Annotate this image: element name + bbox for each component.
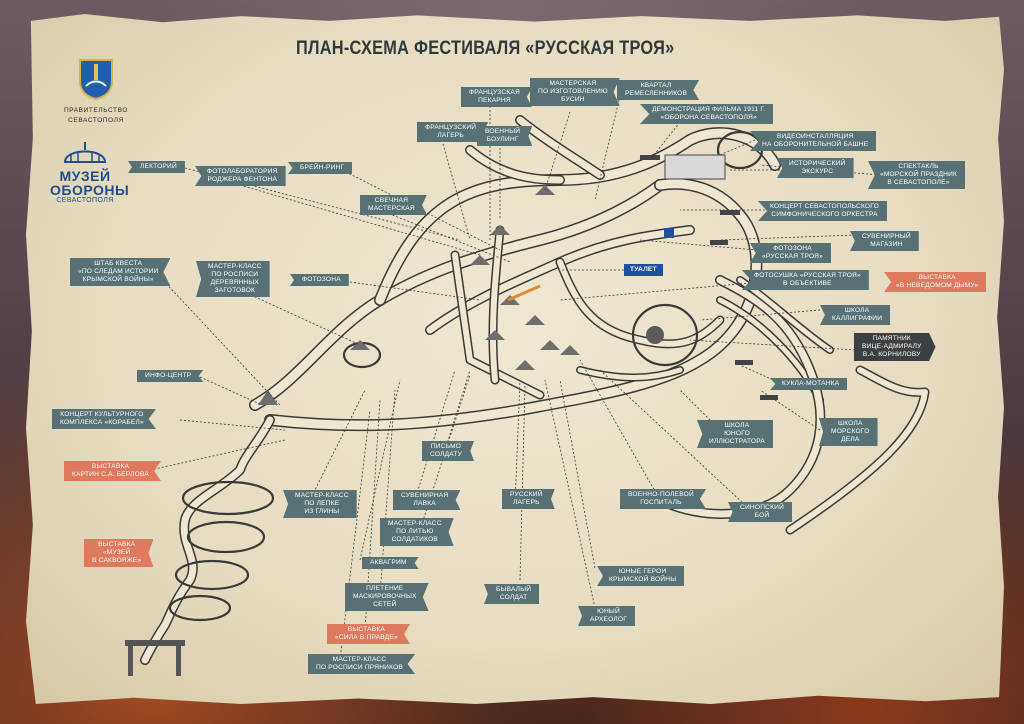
label-veteran-soldier[interactable]: Бывалый солдат: [484, 584, 540, 604]
label-camo-net-weaving[interactable]: Плетение маскировочных сетей: [345, 583, 429, 611]
label-illustrator-school[interactable]: Школа юного иллюстратора: [697, 420, 774, 448]
label-kornilov-monument[interactable]: Памятник вице-адмиралу В.А. Корнилову: [854, 333, 936, 361]
label-brain-ring[interactable]: Брейн-ринг: [288, 162, 353, 174]
label-toilet[interactable]: ТУАЛЕТ: [624, 264, 663, 276]
label-suitcase-museum[interactable]: Выставка «Музей в саквояже»: [84, 539, 154, 567]
label-sea-holiday-play[interactable]: Спектакль «Морской праздник в Севастопол…: [868, 161, 966, 189]
label-bead-workshop[interactable]: Мастерская по изготовлению бусин: [530, 78, 620, 106]
government-logo: ПРАВИТЕЛЬСТВО СЕВАСТОПОЛЯ: [52, 56, 140, 125]
map-title: ПЛАН-СХЕМА ФЕСТИВАЛЯ «РУССКАЯ ТРОЯ»: [296, 38, 675, 59]
label-field-hospital[interactable]: Военно-полевой госпиталь: [620, 489, 706, 509]
label-letter-to-soldier[interactable]: Письмо солдату: [422, 441, 474, 461]
label-young-heroes[interactable]: Юные герои Крымской войны: [597, 566, 685, 586]
government-name-line2: СЕВАСТОПОЛЯ: [68, 117, 124, 124]
label-wood-painting-mc[interactable]: Мастер-класс по росписи деревянных загот…: [196, 261, 270, 297]
museum-name-line2: ОБОРОНЫ: [50, 182, 130, 198]
label-souvenir-stall[interactable]: Сувенирная лавка: [393, 490, 461, 510]
label-artisans-quarter[interactable]: Квартал ремесленников: [617, 80, 700, 100]
photozone-strip: [507, 284, 541, 302]
museum-dome-icon: [63, 142, 107, 163]
label-photozone-troy[interactable]: Фотозона «Русская Троя»: [750, 243, 831, 263]
label-exhibition-smoke[interactable]: Выставка «В неведомом дыму»: [884, 272, 987, 292]
label-clay-mc[interactable]: Мастер-класс по лепке из глины: [283, 490, 357, 518]
label-quest-hq[interactable]: Штаб квеста «По следам истории Крымской …: [70, 258, 171, 286]
label-strength-in-truth[interactable]: Выставка «Сила в правде»: [327, 624, 410, 644]
label-film-1911[interactable]: Демонстрация фильма 1911 г. «Оборона Сев…: [640, 104, 774, 124]
label-sea-affairs-school[interactable]: Школа морского дела: [819, 418, 878, 446]
museum-name-line3: СЕВАСТОПОЛЯ: [56, 197, 114, 204]
label-french-camp[interactable]: Французский лагерь: [417, 122, 489, 142]
plazas: [168, 130, 764, 622]
label-sinop-battle[interactable]: Синопский бой: [728, 502, 793, 522]
sevastopol-coat-of-arms-icon: [79, 59, 113, 101]
label-souvenir-shop[interactable]: Сувенирный магазин: [850, 231, 919, 251]
label-motanka-doll[interactable]: Кукла-мотанка: [770, 378, 848, 390]
label-french-bakery[interactable]: Французская пекарня: [461, 87, 532, 107]
label-info-center[interactable]: Инфо-центр: [137, 370, 204, 382]
label-fenton-photolab[interactable]: Фотолаборатория Роджера Фентона: [195, 166, 286, 186]
label-berlov-exhibition[interactable]: Выставка картин С.А. Берлова: [64, 461, 161, 481]
label-photozone[interactable]: Фотозона: [290, 274, 349, 286]
label-symphony-concert[interactable]: Концерт Севастопольского симфонического …: [758, 201, 887, 221]
label-calligraphy[interactable]: Школа каллиграфии: [820, 305, 891, 325]
label-russian-camp[interactable]: Русский лагерь: [502, 489, 555, 509]
government-name-line1: ПРАВИТЕЛЬСТВО: [63, 107, 129, 114]
label-military-bowling[interactable]: Военный боулинг: [477, 126, 533, 146]
label-young-archaeologist[interactable]: Юный археолог: [578, 606, 635, 626]
map-objects: [125, 154, 778, 676]
label-photobooth[interactable]: Фотосушка «Русская Троя» в объективе: [742, 270, 869, 290]
label-historical-tour[interactable]: Исторический экскурс: [777, 158, 854, 178]
museum-name-line1: МУЗЕЙ: [59, 168, 111, 184]
roads: [140, 115, 930, 665]
toilet-icon: [664, 228, 674, 238]
label-korabel-concert[interactable]: Концерт культурного комплекса «Корабел»: [52, 409, 156, 429]
label-candle-workshop[interactable]: Свечная мастерская: [360, 195, 427, 215]
museum-logo: МУЗЕЙ ОБОРОНЫ СЕВАСТОПОЛЯ: [50, 142, 130, 205]
label-video-installation[interactable]: Видеоинсталляция на Оборонительной башне: [750, 131, 877, 151]
label-gingerbread-mc[interactable]: Мастер-класс по росписи пряников: [308, 654, 416, 674]
label-soldier-casting-mc[interactable]: Мастер-класс по литью солдатиков: [380, 518, 454, 546]
label-aquagrim[interactable]: Аквагрим: [362, 557, 419, 569]
label-lecture-hall[interactable]: Лекторий: [128, 161, 185, 173]
